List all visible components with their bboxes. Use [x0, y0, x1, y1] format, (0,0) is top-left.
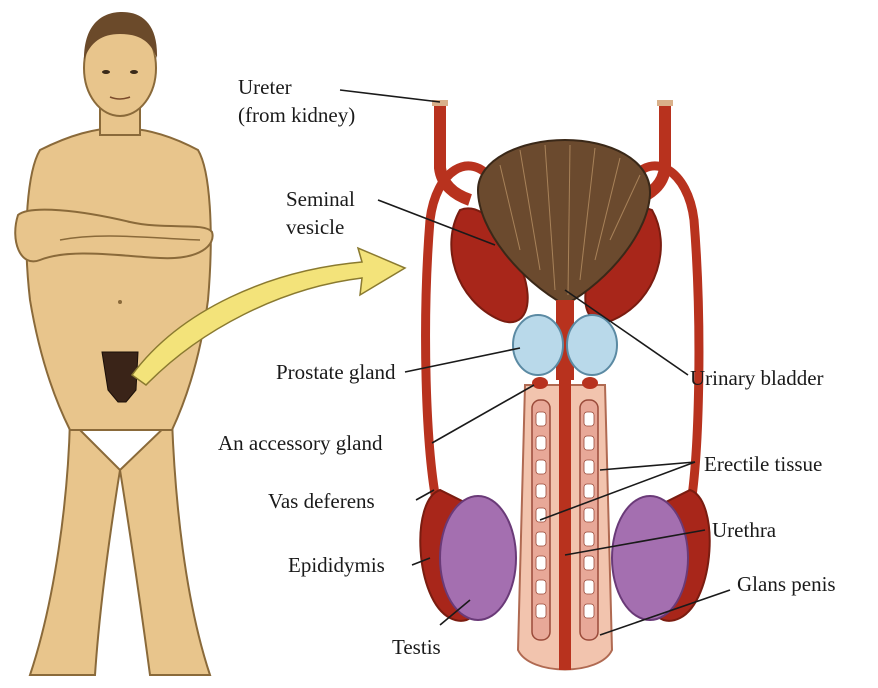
prostate-left-lobe	[513, 315, 563, 375]
ureter-right-cut	[657, 100, 673, 106]
label-glans: Glans penis	[737, 572, 836, 596]
accessory-gland-left	[532, 377, 548, 389]
label-ureter-sub: (from kidney)	[238, 103, 355, 127]
reproductive-anatomy	[420, 100, 709, 670]
label-erectile: Erectile tissue	[704, 452, 822, 476]
label-bladder: Urinary bladder	[690, 366, 824, 390]
label-accessory: An accessory gland	[218, 431, 383, 455]
label-ureter: Ureter	[238, 75, 292, 99]
testis-right	[612, 496, 688, 620]
testis-left	[440, 496, 516, 620]
right-leg	[120, 420, 210, 675]
ureter-left	[440, 105, 470, 200]
accessory-leader	[432, 385, 534, 443]
label-epididymis: Epididymis	[288, 553, 385, 577]
left-leg	[30, 420, 120, 675]
label-prostate: Prostate gland	[276, 360, 396, 384]
erectile-leader-1	[600, 462, 695, 470]
label-vas: Vas deferens	[268, 489, 375, 513]
navel	[118, 300, 122, 304]
ureter-leader	[340, 90, 440, 102]
right-eye	[130, 70, 138, 74]
label-seminal-sub: vesicle	[286, 215, 344, 239]
left-eye	[102, 70, 110, 74]
accessory-gland-right	[582, 377, 598, 389]
urethra-lower	[559, 380, 571, 670]
prostate-right-lobe	[567, 315, 617, 375]
label-urethra: Urethra	[712, 518, 777, 542]
label-seminal: Seminal	[286, 187, 355, 211]
label-testis: Testis	[392, 635, 441, 659]
